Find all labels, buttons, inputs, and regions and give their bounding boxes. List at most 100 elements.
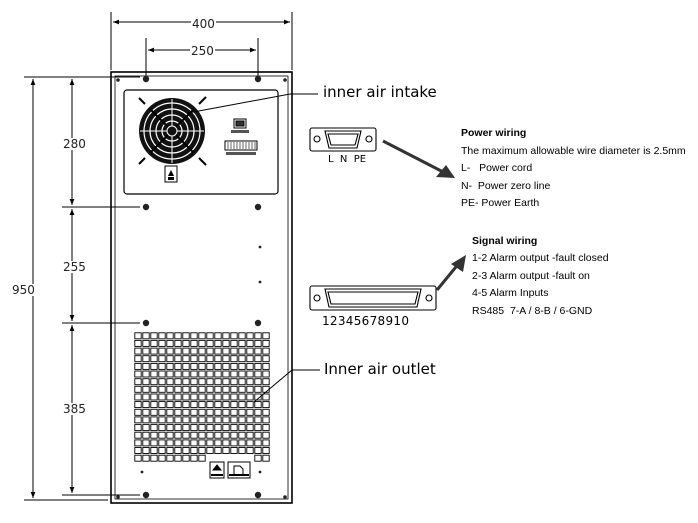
grille-slot (198, 347, 206, 355)
grille-slot (254, 439, 262, 447)
grille-slot (182, 408, 190, 416)
grille-slot (190, 378, 198, 386)
grille-slot (206, 339, 214, 347)
grille-slot (134, 431, 142, 439)
grille-slot (142, 454, 150, 462)
grille-slot (174, 339, 182, 347)
outlet-callout: Inner air outlet (324, 360, 436, 378)
grille-slot (254, 370, 262, 378)
grille-slot (198, 393, 206, 401)
grille-slot (174, 416, 182, 424)
grille-slot (206, 447, 214, 454)
grille-slot (206, 378, 214, 386)
grille-slot (254, 339, 262, 347)
grille-slot (246, 416, 254, 424)
grille-slot (150, 431, 158, 439)
mounting-hole (116, 495, 120, 499)
grille-slot (134, 408, 142, 416)
power-wiring-line: N- Power zero line (461, 180, 551, 192)
grille-slot (222, 332, 230, 340)
grille-slot (182, 347, 190, 355)
grille-slot (254, 355, 262, 363)
mounting-hole (254, 491, 262, 499)
grille-slot (142, 370, 150, 378)
grille-slot (238, 339, 246, 347)
grille-slot (206, 393, 214, 401)
mounting-hole (142, 491, 150, 499)
grille-slot (134, 332, 142, 340)
grille-slot (206, 424, 214, 432)
grille-slot (238, 332, 246, 340)
grille-slot (230, 339, 238, 347)
grille-slot (142, 339, 150, 347)
grille-slot (166, 447, 174, 454)
grille-slot (262, 347, 270, 355)
grille-slot (230, 378, 238, 386)
grille-slot (190, 362, 198, 370)
grille-slot (214, 370, 222, 378)
mounting-hole (254, 203, 262, 211)
grille-slot (238, 355, 246, 363)
grille-slot (230, 332, 238, 340)
grille-slot (174, 370, 182, 378)
grille-slot (246, 447, 254, 454)
grille-slot (166, 408, 174, 416)
grille-slot (198, 401, 206, 409)
grille-slot (182, 431, 190, 439)
grille-slot (142, 385, 150, 393)
intake-connectors (224, 118, 258, 155)
grille-slot (198, 370, 206, 378)
grille-slot (262, 439, 270, 447)
grille-slot (158, 370, 166, 378)
grille-slot (174, 424, 182, 432)
grille-slot (206, 416, 214, 424)
grille-slot (198, 408, 206, 416)
grille-slot (158, 339, 166, 347)
grille-slot (182, 401, 190, 409)
grille-slot (238, 362, 246, 370)
grille-slot (134, 347, 142, 355)
grille-slot (134, 393, 142, 401)
grille-slot (158, 362, 166, 370)
grille-slot (150, 332, 158, 340)
grille-slot (166, 431, 174, 439)
signal-connector-pins: 12345678910 (322, 314, 410, 328)
grille-slot (238, 439, 246, 447)
grille-slot (238, 408, 246, 416)
grille-slot (182, 332, 190, 340)
mounting-hole (142, 75, 150, 83)
dimension-label-950: 950 (12, 283, 35, 297)
power-connector-pins: L N PE (328, 154, 367, 165)
grille-slot (254, 454, 262, 462)
grille-slot (174, 454, 182, 462)
grille-slot (262, 401, 270, 409)
grille-slot (222, 408, 230, 416)
grille-slot (198, 332, 206, 340)
grille-slot (206, 408, 214, 416)
grille-slot (166, 416, 174, 424)
grille-slot (198, 355, 206, 363)
dimension-label-255: 255 (63, 260, 86, 274)
grille-slot (182, 355, 190, 363)
grille-slot (238, 385, 246, 393)
grille-slot (230, 439, 238, 447)
grille-slot (190, 370, 198, 378)
power-wiring-line: L- Power cord (461, 162, 533, 174)
grille-slot (174, 408, 182, 416)
grille-slot (150, 393, 158, 401)
grille-slot (222, 416, 230, 424)
grille-slot (134, 355, 142, 363)
grille-slot (150, 378, 158, 386)
grille-slot (198, 454, 206, 462)
signal-wiring-line: RS485 7-A / 8-B / 6-GND (472, 305, 593, 317)
grille-slot (174, 439, 182, 447)
grille-slot (190, 385, 198, 393)
grille-slot (198, 378, 206, 386)
grille-slot (182, 439, 190, 447)
grille-slot (158, 385, 166, 393)
fan-icon (138, 96, 207, 183)
grille-slot (182, 378, 190, 386)
grille-slot (222, 339, 230, 347)
power-arrow (382, 139, 455, 178)
grille-slot (166, 370, 174, 378)
